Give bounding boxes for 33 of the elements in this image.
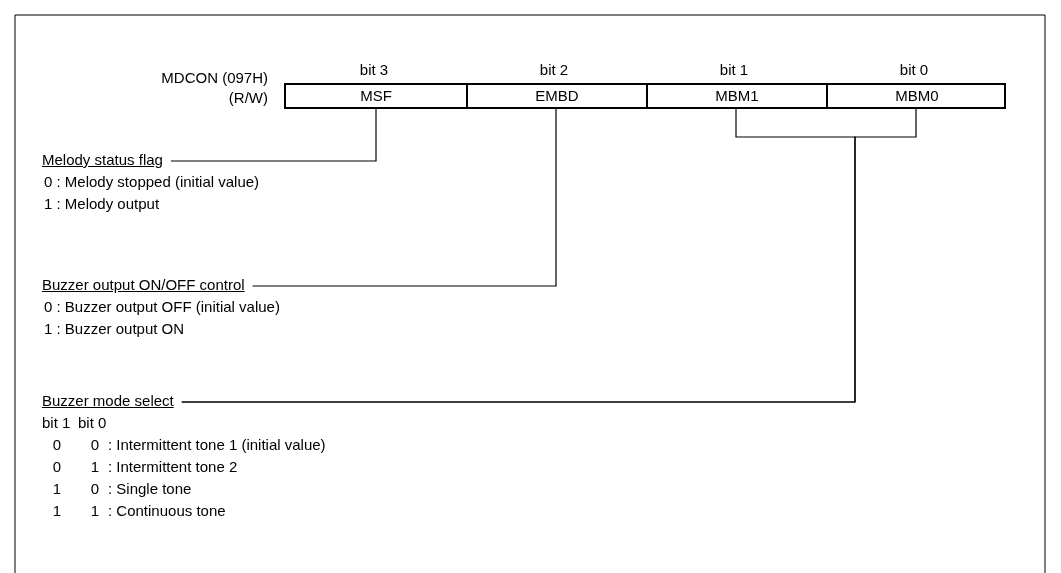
setting-description: : Single tone [108, 480, 192, 498]
bit-number: bit 0 [899, 61, 929, 79]
register-name: MDCON (097H) [161, 69, 268, 87]
setting-description: 0 : Melody stopped (initial value) [44, 173, 260, 191]
column-header: bit 0 [78, 414, 107, 432]
bit-number: bit 2 [539, 61, 569, 79]
bit-value: 1 [90, 458, 100, 476]
setting-description: 0 : Buzzer output OFF (initial value) [44, 298, 280, 316]
setting-description: : Intermittent tone 2 [108, 458, 238, 476]
bit-number: bit 1 [719, 61, 749, 79]
bit-number: bit 3 [359, 61, 389, 79]
bit-value: 0 [90, 480, 100, 498]
register-bit-cell: MBM1 [646, 85, 826, 107]
bit-value: 0 [52, 436, 62, 454]
bit-value: 1 [90, 502, 100, 520]
register-bit-cell: MSF [286, 85, 466, 107]
bit-value: 1 [52, 480, 62, 498]
leader-line [252, 107, 557, 287]
bit-value: 1 [52, 502, 62, 520]
register-bit-cell: EMBD [466, 85, 646, 107]
field-heading: Buzzer mode select [42, 392, 174, 410]
bit-value: 0 [90, 436, 100, 454]
field-heading: Melody status flag [42, 151, 163, 169]
setting-description: 1 : Buzzer output ON [44, 320, 185, 338]
setting-description: : Intermittent tone 1 (initial value) [108, 436, 326, 454]
setting-description: : Continuous tone [108, 502, 226, 520]
column-header: bit 1 [42, 414, 71, 432]
bit-value: 0 [52, 458, 62, 476]
leader-line [170, 107, 377, 162]
setting-description: 1 : Melody output [44, 195, 160, 213]
register-bit-cell: MBM0 [826, 85, 1006, 107]
field-heading: Buzzer output ON/OFF control [42, 276, 245, 294]
access-mode: (R/W) [228, 89, 268, 107]
